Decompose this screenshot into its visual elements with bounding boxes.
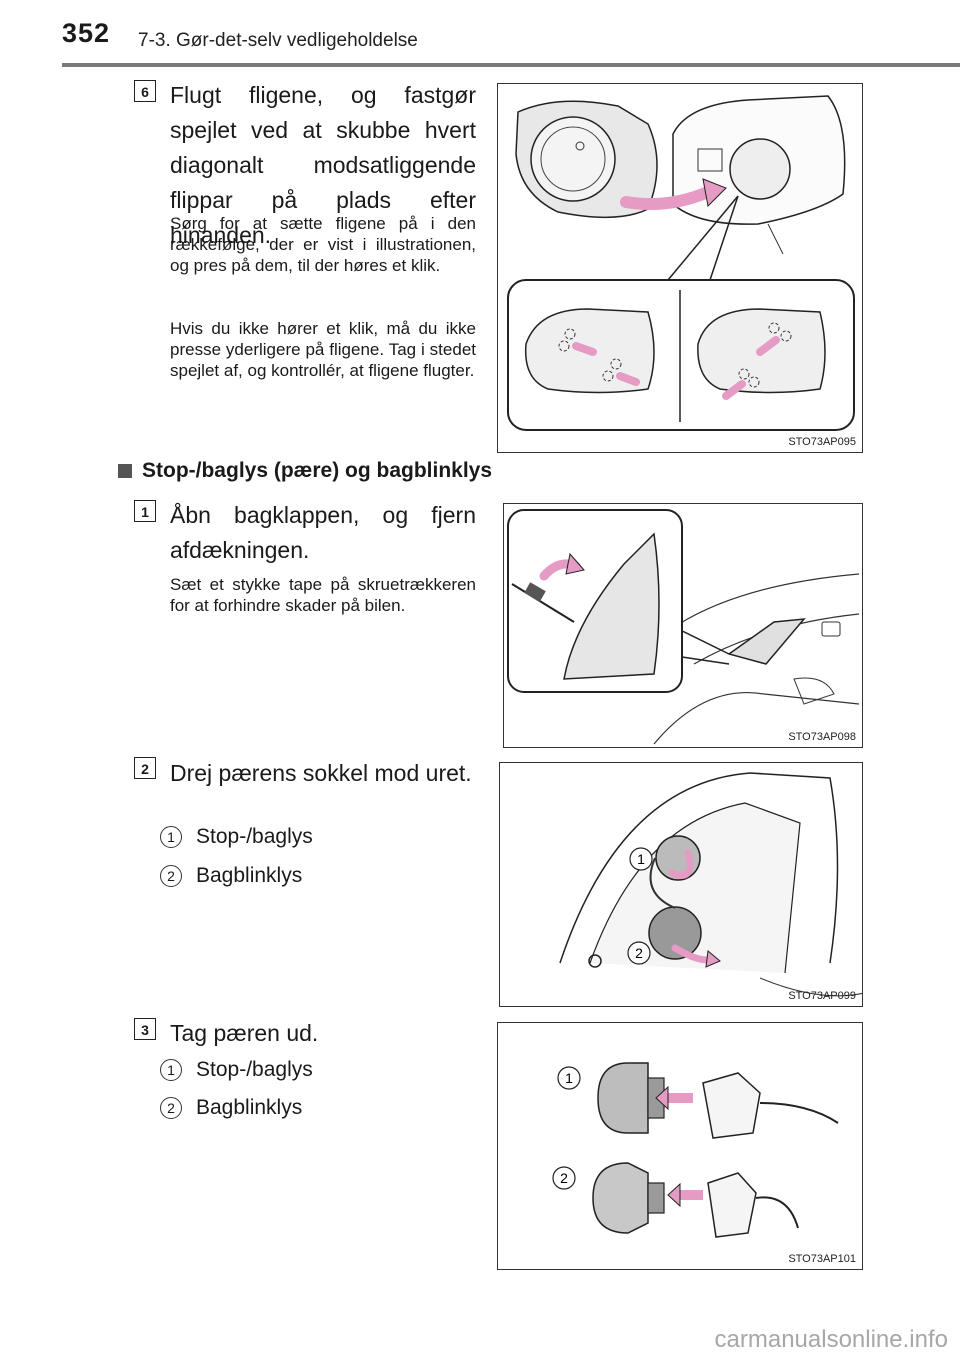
page-number: 352 bbox=[62, 18, 111, 48]
step-badge-1: 1 bbox=[134, 500, 156, 522]
circled-number: 1 bbox=[160, 1059, 182, 1081]
bulb-removal-illustration: 1 2 bbox=[552, 1062, 839, 1238]
step-1-note: Sæt et stykke tape på skruetrækkeren for… bbox=[170, 575, 476, 615]
callout-2: 2 bbox=[560, 1170, 568, 1186]
footer-watermark: carmanualsonline.info bbox=[714, 1326, 948, 1353]
figure-code: STO73AP095 bbox=[788, 436, 856, 448]
step-3-item-2: 2 Bagblinklys bbox=[160, 1096, 302, 1120]
header-rule bbox=[62, 63, 960, 67]
figure-code: STO73AP101 bbox=[788, 1253, 856, 1265]
page-header: 352 7-3. Gør-det-selv vedligeholdelse bbox=[0, 0, 960, 72]
figure-mirror-flaps: STO73AP095 bbox=[497, 83, 863, 453]
callout-2: 2 bbox=[635, 945, 643, 961]
step-6-note-1: Sørg for at sætte fligene på i den række… bbox=[170, 214, 476, 275]
square-bullet-icon bbox=[118, 464, 132, 478]
circled-number: 2 bbox=[160, 1097, 182, 1119]
bulb-socket-illustration: 1 2 bbox=[559, 772, 862, 997]
callout-1: 1 bbox=[637, 851, 645, 867]
figure-bulb-socket: 1 2 STO73AP099 bbox=[499, 762, 863, 1007]
step-6-note-2: Hvis du ikke hører et klik, må du ikke p… bbox=[170, 319, 476, 380]
step-6-text: Flugt fligene, og fastgør spejlet ved at… bbox=[170, 82, 476, 248]
tailgate-illustration bbox=[507, 509, 860, 745]
step-3-text: Tag pæren ud. bbox=[170, 1020, 319, 1046]
subsection-heading: Stop-/baglys (pære) og bagblinklys bbox=[118, 459, 492, 483]
item-label: Bagblinklys bbox=[196, 864, 303, 887]
item-label: Stop-/baglys bbox=[196, 1058, 313, 1081]
figure-bulb-removal: 1 2 STO73AP101 bbox=[497, 1022, 863, 1270]
figure-code: STO73AP098 bbox=[788, 731, 856, 743]
mirror-illustration bbox=[507, 95, 855, 431]
step-3-item-1: 1 Stop-/baglys bbox=[160, 1058, 313, 1082]
step-2-item-2: 2 Bagblinklys bbox=[160, 864, 302, 888]
figure-tailgate-cover: STO73AP098 bbox=[503, 503, 863, 748]
step-badge-6: 6 bbox=[134, 80, 156, 102]
circled-number: 2 bbox=[160, 865, 182, 887]
circled-number: 1 bbox=[160, 826, 182, 848]
callout-1: 1 bbox=[565, 1070, 573, 1086]
step-badge-3: 3 bbox=[134, 1018, 156, 1040]
step-badge-2: 2 bbox=[134, 757, 156, 779]
item-label: Bagblinklys bbox=[196, 1096, 303, 1119]
step-1-text: Åbn bagklappen, og fjern afdækningen. bbox=[170, 502, 476, 563]
item-label: Stop-/baglys bbox=[196, 825, 313, 848]
step-2-item-1: 1 Stop-/baglys bbox=[160, 825, 313, 849]
figure-code: STO73AP099 bbox=[788, 990, 856, 1002]
step-2-text: Drej pærens sokkel mod uret. bbox=[170, 760, 472, 786]
subsection-title: Stop-/baglys (pære) og bagblinklys bbox=[142, 459, 493, 482]
section-title: 7-3. Gør-det-selv vedligeholdelse bbox=[138, 30, 418, 51]
